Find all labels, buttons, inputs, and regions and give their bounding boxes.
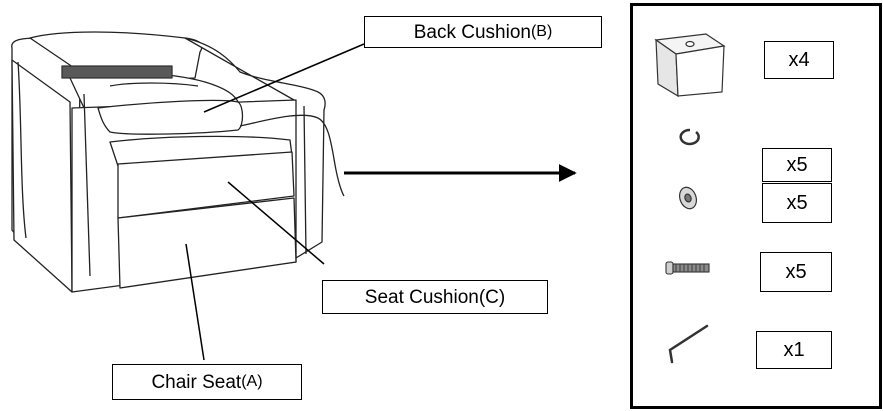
washer-quantity: x5 — [762, 183, 832, 223]
allen-key-icon — [668, 324, 709, 364]
snap-ring-quantity: x5 — [762, 148, 832, 182]
washer-icon — [678, 186, 698, 210]
back-cushion-label-text: Back Cushion — [413, 21, 531, 43]
leg-block-icon — [654, 33, 726, 98]
leader-lines — [185, 43, 365, 361]
back-cushion-label: Back Cushion(B) — [364, 16, 602, 48]
bolt-icon — [665, 261, 710, 275]
back-cushion-leader — [203, 43, 365, 113]
seat-cushion-label-text: Seat Cushion(C) — [364, 286, 506, 308]
seat-cushion-label: Seat Cushion(C) — [322, 280, 548, 314]
chair-seat-label: Chair Seat(A) — [112, 364, 302, 400]
armchair-illustration — [11, 31, 345, 293]
seat-cushion-leader — [227, 181, 325, 265]
chair-seat-leader — [185, 243, 205, 361]
chair-seat-label-suffix: (A) — [241, 373, 263, 390]
bolt-quantity: x5 — [760, 252, 832, 292]
chair-seat-label-text: Chair Seat — [151, 371, 242, 393]
snap-ring-icon — [679, 128, 700, 146]
parts-panel — [630, 3, 882, 409]
leg-block-quantity: x4 — [764, 41, 834, 79]
allen-key-quantity: x1 — [756, 331, 832, 369]
back-cushion-label-suffix: (B) — [530, 23, 553, 40]
